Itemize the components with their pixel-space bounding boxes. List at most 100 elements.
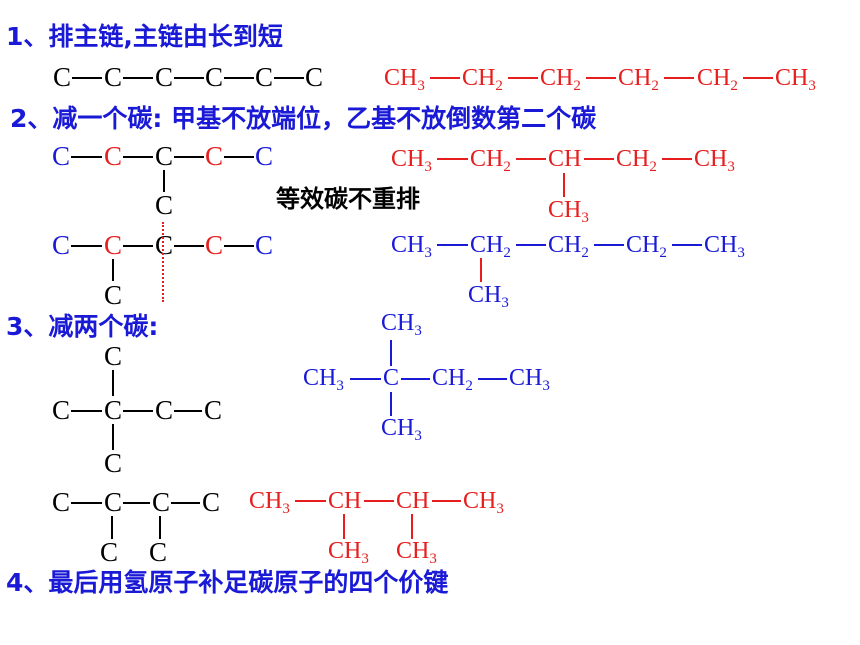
carbon-atom: C [104, 448, 123, 478]
bond [174, 156, 204, 158]
carbon-atom: C [205, 230, 224, 260]
group-ch3: CH3 [391, 232, 432, 261]
bond [71, 245, 102, 247]
bond [390, 392, 392, 416]
carbon-atom: C [204, 395, 223, 425]
carbon-atom: C [104, 230, 123, 260]
bond [584, 158, 614, 160]
step-3-title: 3、减两个碳: [6, 312, 159, 341]
carbon-atom: C [104, 395, 123, 425]
bond [295, 500, 326, 502]
group-ch: CH [396, 488, 430, 514]
bond [112, 424, 114, 450]
bond [123, 245, 153, 247]
bond [586, 77, 616, 79]
bond [743, 77, 773, 79]
group-ch2: CH2 [626, 232, 667, 261]
group-ch3: CH3 [391, 146, 432, 175]
bond [437, 244, 468, 246]
group-ch2: CH2 [618, 65, 659, 94]
bond [516, 158, 546, 160]
bond [274, 77, 304, 79]
carbon-atom: C [104, 62, 123, 92]
bond [672, 244, 702, 246]
group-ch3-branch: CH3 [548, 197, 589, 226]
carbon-atom: C [104, 280, 123, 310]
carbon-atom: C [255, 141, 274, 171]
bond [123, 77, 153, 79]
carbon-atom: C [104, 341, 123, 371]
carbon-atom: C [100, 537, 119, 567]
group-ch2: CH2 [616, 146, 657, 175]
carbon-atom: C [202, 487, 221, 517]
carbon-atom: C [152, 487, 171, 517]
carbon-atom: C [205, 141, 224, 171]
carbon-atom: C [149, 537, 168, 567]
bond [437, 158, 468, 160]
bond [224, 77, 254, 79]
group-ch3: CH3 [775, 65, 816, 94]
bond [112, 259, 114, 281]
bond [364, 500, 394, 502]
bond [411, 514, 413, 539]
bond [508, 77, 538, 79]
group-ch2: CH2 [470, 232, 511, 261]
group-ch: CH [548, 146, 582, 172]
bond [664, 77, 694, 79]
group-ch3: CH3 [303, 365, 344, 394]
symmetry-dotted-line [162, 222, 164, 302]
group-ch: CH [328, 488, 362, 514]
bond [516, 244, 546, 246]
carbon-atom: C [205, 62, 224, 92]
bond [174, 410, 202, 412]
bond [224, 245, 254, 247]
carbon-atom: C [155, 62, 174, 92]
carbon-atom: C [104, 141, 123, 171]
carbon-atom: C [104, 487, 123, 517]
bond [174, 77, 204, 79]
group-ch2: CH2 [548, 232, 589, 261]
bond [430, 77, 460, 79]
bond [594, 244, 624, 246]
group-ch3: CH3 [694, 146, 735, 175]
group-ch2: CH2 [462, 65, 503, 94]
bond [71, 410, 102, 412]
bond [112, 370, 114, 396]
carbon-atom: C [155, 230, 174, 260]
carbon-atom: C [155, 141, 174, 171]
group-ch3: CH3 [704, 232, 745, 261]
carbon-atom: C [255, 62, 274, 92]
group-ch3-branch: CH3 [328, 538, 369, 567]
bond [111, 516, 113, 539]
carbon-atom: C [155, 395, 174, 425]
bond [163, 170, 165, 192]
group-ch2: CH2 [470, 146, 511, 175]
bond [123, 410, 153, 412]
carbon-atom: C [52, 395, 71, 425]
step-1-title: 1、排主链,主链由长到短 [6, 22, 283, 51]
bond [71, 156, 102, 158]
bond [480, 258, 482, 282]
step-4-title: 4、最后用氢原子补足碳原子的四个价键 [6, 568, 449, 597]
carbon-atom: C [155, 190, 174, 220]
bond [174, 245, 204, 247]
step-2-title: 2、减一个碳: 甲基不放端位，乙基不放倒数第二个碳 [10, 104, 597, 133]
carbon-atom: C [255, 230, 274, 260]
bond [401, 378, 430, 380]
group-ch3: CH3 [463, 488, 504, 517]
bond [662, 158, 692, 160]
bond [432, 500, 461, 502]
group-ch3-branch: CH3 [396, 538, 437, 567]
group-ch3-branch: CH3 [468, 282, 509, 311]
bond [478, 378, 507, 380]
group-ch2: CH2 [432, 365, 473, 394]
bond [224, 156, 254, 158]
carbon-atom: C [52, 141, 71, 171]
bond [171, 502, 200, 504]
group-ch3-bottom: CH3 [381, 415, 422, 444]
group-ch3: CH3 [509, 365, 550, 394]
bond [350, 378, 381, 380]
carbon-atom: C [52, 230, 71, 260]
group-ch2: CH2 [540, 65, 581, 94]
group-ch2: CH2 [697, 65, 738, 94]
